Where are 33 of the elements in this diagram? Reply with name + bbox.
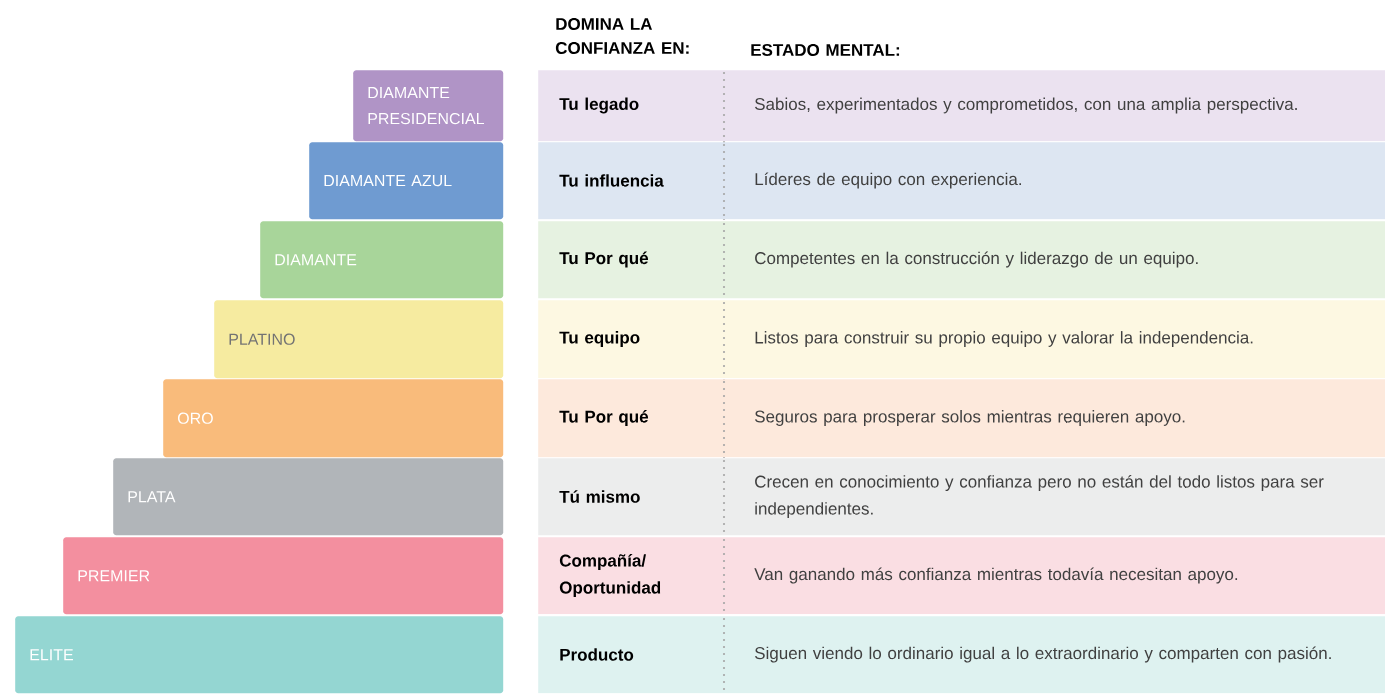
row-band (538, 379, 1385, 458)
row-band (538, 70, 1385, 142)
row-band (538, 458, 1385, 536)
level-bar: PLATINO (214, 300, 504, 379)
row-description: Crecen en conocimiento y confianza pero no están del todo listos para ser independientes. (755, 475, 1324, 518)
row-description: Competentes en la construcción y liderazgo de un equipo. (755, 251, 1198, 268)
level-bar: DIAMANTE (260, 221, 504, 299)
level-bar: DIAMANTE AZUL (309, 142, 504, 220)
row-heading: Tu legado (559, 97, 639, 114)
row-heading: Tú mismo (559, 490, 640, 503)
row-description: Seguros para prosperar solos mientras requieren apoyo. (755, 410, 1185, 426)
row-band (538, 616, 1385, 694)
level-bar: PLATA (113, 458, 504, 536)
row-heading: Producto (560, 648, 634, 661)
row-heading: Compañía/ Oportunidad (559, 554, 661, 597)
row-band (538, 221, 1385, 299)
row-heading: Tu influencia (559, 174, 664, 187)
row-description: Sabios, experimentados y comprometidos, con una amplia perspectiva. (755, 97, 1297, 114)
row-band (538, 142, 1385, 220)
row-heading: Tu Por qué (559, 251, 649, 268)
row-description: Líderes de equipo con experiencia. (755, 172, 1021, 189)
level-bar: PREMIER (63, 537, 504, 615)
row-band (538, 537, 1385, 615)
level-bar: ORO (163, 379, 504, 458)
row-heading: Tu Por qué (559, 410, 649, 426)
level-bar: ELITE (15, 616, 504, 694)
row-description: Van ganando más confianza mientras todavía necesitan apoyo. (754, 567, 1238, 584)
row-description: Listos para construir su propio equipo y valorar la independencia. (755, 331, 1253, 347)
row-heading: Tu equipo (559, 331, 640, 347)
column-header: DOMINA LA CONFIANZA EN: (555, 17, 689, 54)
row-description: Siguen viendo lo ordinario igual a lo extraordinario y comparten con pasión. (755, 646, 1331, 663)
row-band (538, 300, 1385, 379)
level-bar: DIAMANTE PRESIDENCIAL (353, 70, 504, 142)
